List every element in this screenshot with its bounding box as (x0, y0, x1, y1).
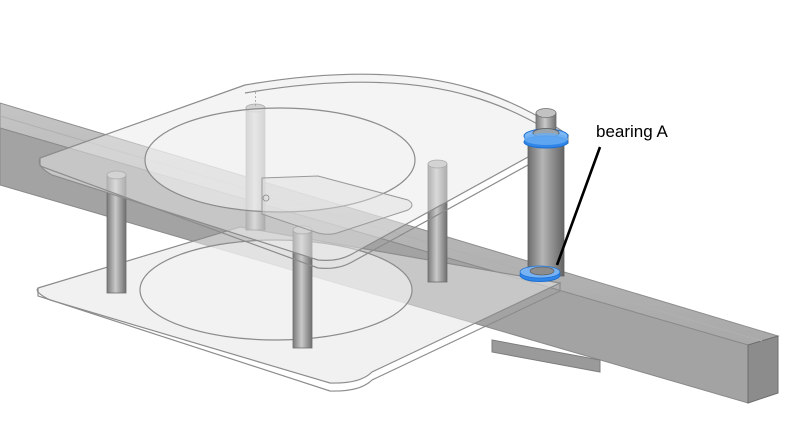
carriage-block (491, 339, 601, 373)
lower-plate-hole (139, 239, 413, 341)
upper-plate-hole (144, 107, 416, 213)
bearing-icon (519, 128, 569, 282)
bearing-shaft (519, 108, 569, 282)
lower-plate-edge (37, 283, 561, 392)
callout-leader-line (555, 146, 602, 266)
bearing-callout: bearing A (555, 122, 668, 266)
upper-plate-edge (39, 135, 569, 269)
upper-plate (38, 73, 570, 269)
beam-end-face (747, 335, 779, 404)
callout-label: bearing A (596, 122, 668, 141)
shaft-main (527, 141, 565, 277)
